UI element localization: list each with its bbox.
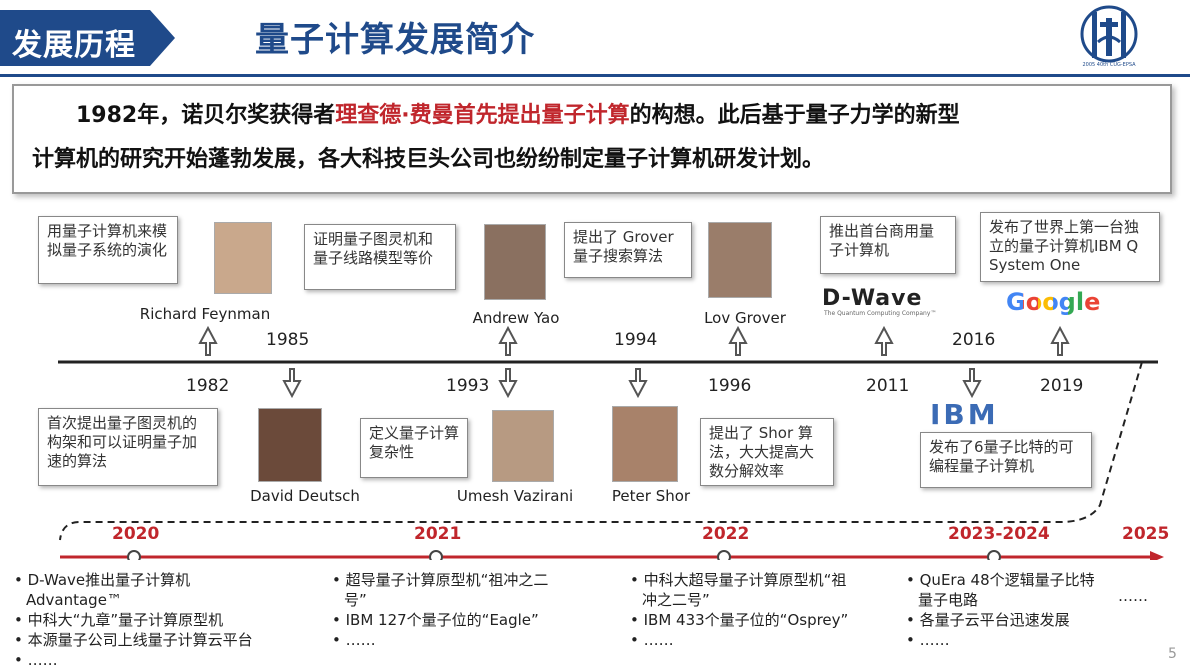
year-1996: 1996 <box>708 376 752 396</box>
dot-2020 <box>127 550 141 560</box>
list-item: • 中科大超导量子计算原型机“祖 <box>630 571 847 589</box>
list-item: • …… <box>14 651 58 669</box>
intro-highlight: 理查德·费曼首先提出量子计算 <box>335 103 630 128</box>
intro-line-2: 计算机的研究开始蓬勃发展，各大科技巨头公司也纷纷制定量子计算机研发计划。 <box>32 147 825 172</box>
callout-google: 发布了世界上第一台独立的量子计算机IBM Q System One <box>980 212 1160 282</box>
intro-line-1: 1982年，诺贝尔奖获得者理查德·费曼首先提出量子计算的构想。此后基于量子力学的… <box>32 94 1162 138</box>
year-1982: 1982 <box>186 376 230 396</box>
list-item: • D-Wave推出量子计算机 <box>14 571 191 589</box>
dwave-tagline: The Quantum Computing Company™ <box>824 310 937 317</box>
list-item: • 超导量子计算原型机“祖冲之二 <box>332 571 549 589</box>
arrow-1985 <box>282 368 302 399</box>
intro-text-2: 的构想。此后基于量子力学的新型 <box>629 103 960 128</box>
arrow-1982 <box>198 325 218 356</box>
list-item: 号” <box>344 591 367 609</box>
section-tag: 发展历程 <box>0 10 175 66</box>
callout-deutsch: 首次提出量子图灵机的构架和可以证明量子加速的算法 <box>38 408 218 486</box>
header-divider <box>0 74 1190 77</box>
name-shor: Peter Shor <box>611 487 691 505</box>
callout-grover: 提出了 Grover 量子搜索算法 <box>564 222 692 278</box>
bullets-2020: • D-Wave推出量子计算机 Advantage™ • 中科大“九章”量子计算… <box>14 570 253 670</box>
list-item: • IBM 433个量子位的“Osprey” <box>630 611 849 629</box>
list-item: Advantage™ <box>26 591 122 609</box>
list-item: • …… <box>906 631 950 649</box>
name-vazirani: Umesh Vazirani <box>456 487 574 505</box>
year-1993: 1993 <box>446 376 490 396</box>
callout-feynman: 用量子计算机来模拟量子系统的演化 <box>38 216 178 284</box>
bullets-2023-2024: • QuEra 48个逻辑量子比特 量子电路 • 各量子云平台迅速发展 • …… <box>906 570 1095 650</box>
ibm-logo: IBM <box>930 398 999 431</box>
intro-box: 1982年，诺贝尔奖获得者理查德·费曼首先提出量子计算的构想。此后基于量子力学的… <box>12 84 1172 194</box>
arrow-2016 <box>962 368 982 399</box>
bullets-2022: • 中科大超导量子计算原型机“祖 冲之二号” • IBM 433个量子位的“Os… <box>630 570 848 650</box>
photo-yao <box>484 224 546 300</box>
logo-caption: 2005 40th CUG-EPSA <box>1082 62 1136 68</box>
callout-ibm: 发布了6量子比特的可编程量子计算机 <box>920 432 1092 488</box>
timeline-connector <box>59 361 1143 541</box>
photo-vazirani <box>492 410 554 482</box>
name-deutsch: David Deutsch <box>250 487 360 505</box>
callout-yao: 证明量子图灵机和量子线路模型等价 <box>304 224 456 290</box>
callout-shor: 提出了 Shor 算法，大大提高大数分解效率 <box>700 418 834 486</box>
photo-deutsch <box>258 408 322 482</box>
bullets-2025: …… <box>1118 587 1148 605</box>
year-1994: 1994 <box>614 330 658 350</box>
callout-dwave: 推出首台商用量子计算机 <box>820 216 956 274</box>
list-item: • 中科大“九章”量子计算原型机 <box>14 611 224 629</box>
year-1985: 1985 <box>266 330 310 350</box>
arrow-1993-down <box>498 368 518 399</box>
list-item: • …… <box>630 631 674 649</box>
page-title: 量子计算发展简介 <box>255 20 535 60</box>
bottom-year-2025: 2025 <box>1122 524 1170 544</box>
year-2016: 2016 <box>952 330 996 350</box>
timeline-graphics <box>58 325 1164 560</box>
bottom-year-2023-2024: 2023-2024 <box>948 524 1050 544</box>
photo-shor <box>612 406 678 482</box>
bottom-timeline-arrowhead <box>1150 551 1164 560</box>
list-item: • QuEra 48个逻辑量子比特 <box>906 571 1095 589</box>
bottom-year-2022: 2022 <box>702 524 750 544</box>
arrow-1994 <box>628 368 648 399</box>
arrow-2019 <box>1050 325 1070 356</box>
photo-feynman <box>214 222 272 294</box>
list-item: • …… <box>332 631 376 649</box>
list-item: • 本源量子公司上线量子计算云平台 <box>14 631 253 649</box>
dot-2021 <box>429 550 443 560</box>
list-item: 冲之二号” <box>642 591 710 609</box>
bottom-year-2020: 2020 <box>112 524 160 544</box>
year-2011: 2011 <box>866 376 910 396</box>
section-tag-label: 发展历程 <box>12 28 136 63</box>
year-2019: 2019 <box>1040 376 1084 396</box>
intro-text-1: 1982年，诺贝尔奖获得者 <box>76 103 336 128</box>
arrow-2011 <box>874 325 894 356</box>
google-logo: Google <box>1006 288 1100 316</box>
arrow-1996 <box>728 325 748 356</box>
name-feynman: Richard Feynman <box>139 305 271 323</box>
arrow-1993 <box>498 325 518 356</box>
bottom-year-2021: 2021 <box>414 524 462 544</box>
list-item: • 各量子云平台迅速发展 <box>906 611 1070 629</box>
list-item: 量子电路 <box>918 591 979 609</box>
list-item: • IBM 127个量子位的“Eagle” <box>332 611 539 629</box>
name-yao: Andrew Yao <box>472 309 560 327</box>
page-number: 5 <box>1168 646 1177 662</box>
dot-2022 <box>717 550 731 560</box>
photo-grover <box>708 222 772 298</box>
university-logo-icon: 2005 40th CUG-EPSA <box>1080 5 1138 68</box>
callout-vazirani: 定义量子计算复杂性 <box>360 418 468 478</box>
dwave-logo: D-Wave <box>822 286 923 311</box>
bullets-2021: • 超导量子计算原型机“祖冲之二 号” • IBM 127个量子位的“Eagle… <box>332 570 548 650</box>
name-grover: Lov Grover <box>704 309 786 327</box>
google-logo-text: Google <box>1006 288 1101 316</box>
dot-2023 <box>987 550 1001 560</box>
